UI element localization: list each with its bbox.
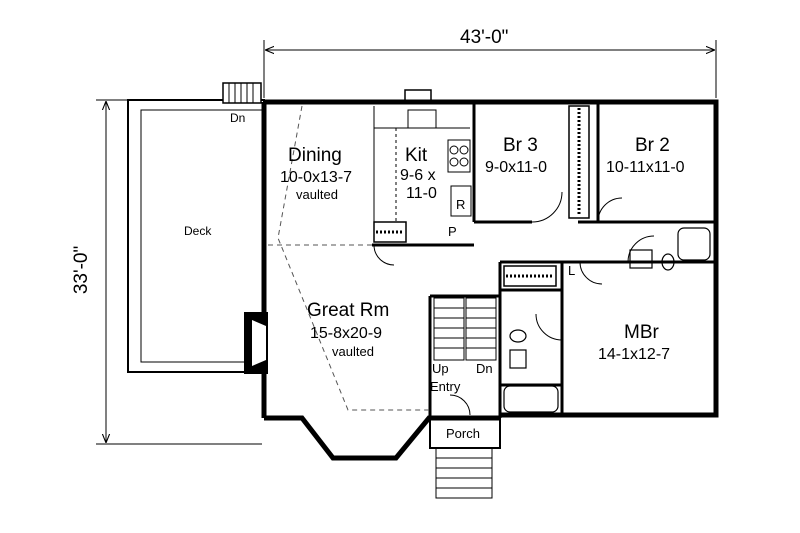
great-room-name: Great Rm xyxy=(307,300,390,321)
depth-dimension-line xyxy=(96,99,262,445)
vault-lines xyxy=(268,105,430,411)
porch xyxy=(429,417,501,499)
kitchen-size-line2: 11-0 xyxy=(406,185,437,202)
br3-size: 9-0x11-0 xyxy=(485,159,547,176)
stair-up-label: Up xyxy=(432,361,449,376)
br2-name: Br 2 xyxy=(635,135,670,156)
refrigerator-mark: R xyxy=(456,197,466,212)
kitchen-counters xyxy=(373,89,472,222)
fireplace xyxy=(244,312,268,374)
great-room-note: vaulted xyxy=(332,344,374,359)
stairs xyxy=(433,297,497,361)
linen-mark: L xyxy=(568,263,576,278)
dining-name: Dining xyxy=(288,145,342,166)
width-dimension: 43'-0" xyxy=(460,27,509,48)
br3-name: Br 3 xyxy=(503,135,538,156)
kitchen-size-line1: 9-6 x xyxy=(400,167,436,184)
interior-walls xyxy=(372,102,716,418)
dining-size: 10-0x13-7 xyxy=(280,169,353,186)
width-dimension-line xyxy=(263,40,717,98)
porch-label: Porch xyxy=(446,426,480,441)
br2-size: 10-11x11-0 xyxy=(606,159,685,176)
kitchen-name: Kit xyxy=(405,145,428,166)
pantry-mark: P xyxy=(448,224,457,239)
door-swings xyxy=(373,191,655,416)
closet-master xyxy=(503,265,557,287)
dining-note: vaulted xyxy=(296,187,338,202)
depth-dimension: 33'-0" xyxy=(71,245,93,295)
master-bath xyxy=(503,329,559,413)
great-room-size: 15-8x20-9 xyxy=(310,325,383,342)
master-name: MBr xyxy=(624,322,659,343)
closet-br3 xyxy=(568,105,590,219)
stair-down-label: Dn xyxy=(476,361,493,376)
deck-down-label: Dn xyxy=(230,111,246,125)
hall-bath xyxy=(629,227,711,271)
closet-kitchen xyxy=(373,221,407,243)
entry-label: Entry xyxy=(430,379,461,394)
deck-label: Deck xyxy=(184,224,212,238)
master-size: 14-1x12-7 xyxy=(598,346,671,363)
